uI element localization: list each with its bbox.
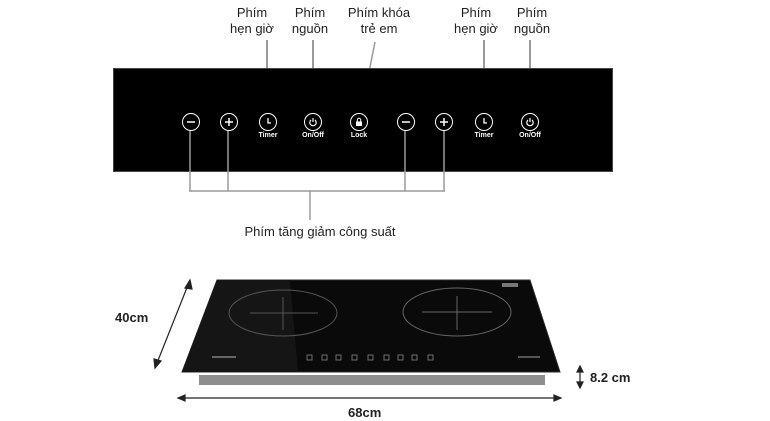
depth-arrow xyxy=(153,278,193,370)
timer-button-right[interactable] xyxy=(475,113,493,131)
power-button-left[interactable] xyxy=(304,113,322,131)
cooktop-base xyxy=(199,375,545,385)
callout-timer-right: Phím hẹn giờ xyxy=(454,5,498,36)
power-button-right[interactable] xyxy=(521,113,539,131)
callout-power-right: Phím nguồn xyxy=(513,5,551,36)
callout-child-lock: Phím khóa trẻ em xyxy=(347,5,411,36)
plus-button-left[interactable] xyxy=(220,113,238,131)
callout-power-left: Phím nguồn xyxy=(291,5,329,36)
onoff-caption-left: On/Off xyxy=(302,132,324,139)
callout-power-adjust: Phím tăng giảm công suất xyxy=(244,224,396,239)
minus-icon xyxy=(187,121,195,123)
power-icon xyxy=(309,118,317,127)
minus-button-left[interactable] xyxy=(182,113,200,131)
cooktop-controls xyxy=(306,354,434,361)
power-icon xyxy=(526,118,534,127)
burner-right xyxy=(402,287,512,337)
timer-icon xyxy=(483,118,487,124)
timer-button-left[interactable] xyxy=(259,113,277,131)
height-arrow xyxy=(576,364,584,390)
plus-icon xyxy=(225,118,233,126)
timer-caption-left: Timer xyxy=(258,132,278,139)
minus-button-right[interactable] xyxy=(397,113,415,131)
control-panel: Timer On/Off Lock Timer On/Off xyxy=(113,68,613,172)
plus-icon xyxy=(440,118,448,126)
child-lock-button[interactable] xyxy=(350,113,368,131)
minus-icon xyxy=(402,121,410,123)
timer-caption-right: Timer xyxy=(474,132,494,139)
callout-timer-left: Phím hẹn giờ xyxy=(230,5,274,36)
onoff-caption-right: On/Off xyxy=(519,132,541,139)
timer-icon xyxy=(267,118,271,124)
height-label: 8.2 cm xyxy=(590,370,631,385)
width-arrow xyxy=(176,394,563,402)
lock-icon xyxy=(356,117,362,126)
lock-caption: Lock xyxy=(350,132,368,139)
burner-left xyxy=(228,289,338,337)
depth-label: 40cm xyxy=(115,310,149,325)
width-label: 68cm xyxy=(348,405,382,420)
plus-button-right[interactable] xyxy=(435,113,453,131)
